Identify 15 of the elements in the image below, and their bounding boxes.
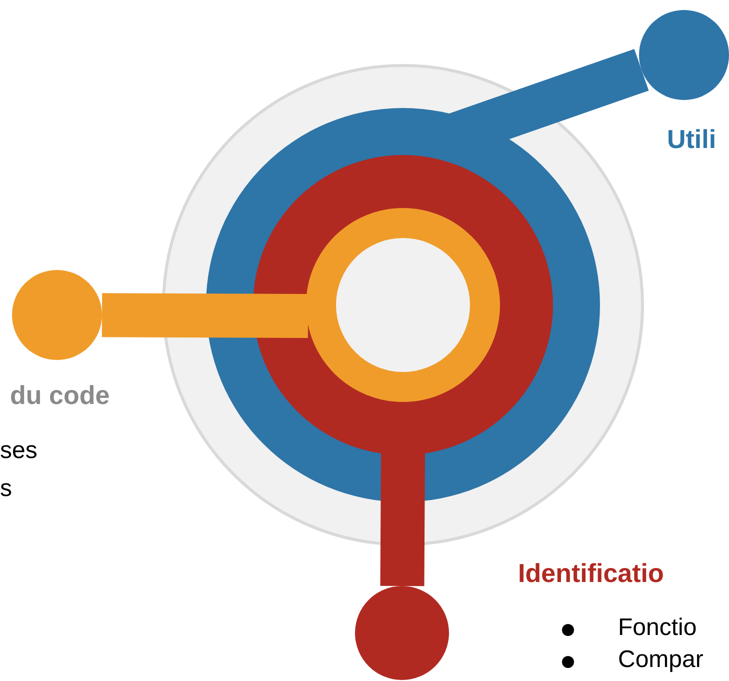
outer-circle [162, 64, 644, 546]
bullet-item: Fonctio [562, 612, 704, 644]
end-dot [639, 10, 729, 100]
end-dot [12, 270, 102, 360]
body-text: ses [0, 437, 38, 465]
body-text: s [0, 475, 12, 503]
heading: du code [10, 380, 110, 411]
ring [306, 208, 500, 402]
heading: Identificatio [518, 558, 664, 589]
bullet-item: Compar [562, 644, 704, 676]
ring [206, 108, 600, 502]
heading: Utili [667, 124, 716, 155]
connector-bar [380, 452, 425, 586]
ring [253, 155, 553, 455]
end-dot [355, 586, 449, 680]
